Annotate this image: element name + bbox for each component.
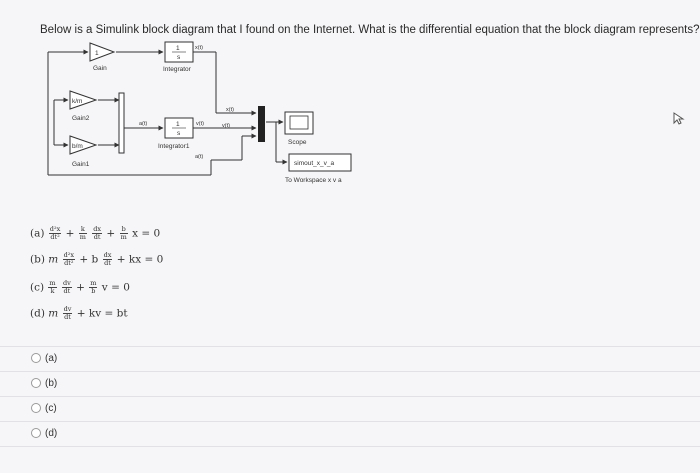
integrator1-block[interactable]: 1 s Integrator1 <box>158 117 194 150</box>
scope-block[interactable]: Scope <box>284 111 314 146</box>
integrator1-den: s <box>177 130 181 137</box>
option-a-op: + <box>106 227 116 240</box>
signal-v-mux: v(t) <box>222 123 230 129</box>
answer-choices: (a) (b) (c) (d) <box>0 346 700 447</box>
option-a-frac-num: k <box>78 226 87 234</box>
option-c-op: + <box>76 281 85 294</box>
option-b-frac-den: dt² <box>64 259 74 267</box>
integrator-label: Integrator <box>163 66 192 73</box>
gain1-block[interactable]: b/m Gain1 <box>69 135 98 168</box>
radio-button[interactable] <box>31 403 41 413</box>
option-a-tail: x = 0 <box>132 227 161 240</box>
option-c-frac-den: k <box>50 287 55 295</box>
mouse-cursor-icon <box>673 112 685 125</box>
option-a-frac-num: dx <box>92 225 103 234</box>
integrator1-num: 1 <box>176 121 180 128</box>
option-a-frac-num: b <box>119 225 128 234</box>
option-b-m: m <box>48 253 59 266</box>
choice-label: (a) <box>45 353 58 364</box>
option-d-tail: + kv = bt <box>76 307 128 320</box>
signal-v-out: v(t) <box>196 121 204 127</box>
radio-button[interactable] <box>31 378 41 388</box>
option-b-label: (b) <box>30 253 45 266</box>
gain-block[interactable]: 1 Gain <box>89 42 116 72</box>
signal-x-top: x(t) <box>195 45 203 51</box>
option-c-frac-num: m <box>89 279 98 288</box>
gain-label: Gain <box>93 65 107 72</box>
option-a-op: + <box>65 227 75 240</box>
gain1-symbol: b/m <box>72 143 83 150</box>
question-text: Below is a Simulink block diagram that I… <box>40 24 700 36</box>
option-c-tail: v = 0 <box>101 281 130 294</box>
sum-block[interactable] <box>118 92 125 154</box>
choice-label: (b) <box>45 378 58 389</box>
option-d-m: m <box>48 307 59 320</box>
to-workspace-label: To Workspace x v a <box>285 177 342 184</box>
integrator-block[interactable]: 1 s Integrator <box>163 41 194 73</box>
option-a-frac-den: dt² <box>50 233 60 241</box>
option-c-frac-num: m <box>48 279 57 288</box>
option-c-frac-den: dt <box>63 287 71 295</box>
to-workspace-block[interactable]: simout_x_v_a To Workspace x v a <box>285 153 352 184</box>
scope-label: Scope <box>288 139 307 146</box>
choice-row-a[interactable]: (a) <box>0 346 700 371</box>
choice-row-d[interactable]: (d) <box>0 421 700 447</box>
option-a-frac-num: d²x <box>48 225 62 234</box>
gain1-label: Gain1 <box>72 161 90 168</box>
signal-a-bottom: a(t) <box>195 154 203 160</box>
option-a-frac-den: m <box>120 233 127 241</box>
option-a-label: (a) <box>30 227 45 240</box>
choice-label: (d) <box>45 428 58 439</box>
option-d-frac-den: dt <box>64 313 71 321</box>
option-c-frac-den: b <box>91 287 96 295</box>
signal-x-mux: x(t) <box>226 107 234 113</box>
integrator1-label: Integrator1 <box>158 143 190 150</box>
integrator-num: 1 <box>176 45 180 52</box>
option-b-tail: + kx = 0 <box>116 253 164 266</box>
choice-row-c[interactable]: (c) <box>0 396 700 421</box>
option-a-frac-den: m <box>79 233 86 241</box>
to-workspace-var: simout_x_v_a <box>294 160 334 167</box>
option-d-frac-num: dv <box>62 305 73 314</box>
gain2-block[interactable]: k/m Gain2 <box>69 90 98 122</box>
choice-label: (c) <box>45 403 57 414</box>
signal-a-in: a(t) <box>139 121 147 127</box>
gain-symbol: 1 <box>95 50 99 57</box>
option-d-label: (d) <box>30 307 45 320</box>
radio-button[interactable] <box>31 353 41 363</box>
gain2-label: Gain2 <box>72 115 90 122</box>
radio-button[interactable] <box>31 428 41 438</box>
option-b-mid: + b <box>79 253 99 266</box>
option-c-label: (c) <box>30 281 45 294</box>
gain2-symbol: k/m <box>72 98 82 105</box>
option-b-frac-num: d²x <box>62 251 76 260</box>
option-b-frac-num: dx <box>102 251 113 260</box>
choice-row-b[interactable]: (b) <box>0 371 700 396</box>
integrator-den: s <box>177 54 181 61</box>
mux-block[interactable] <box>258 106 265 142</box>
option-c-frac-num: dv <box>61 279 72 288</box>
option-b-frac-den: dt <box>104 259 111 267</box>
option-a-frac-den: dt <box>93 233 101 241</box>
